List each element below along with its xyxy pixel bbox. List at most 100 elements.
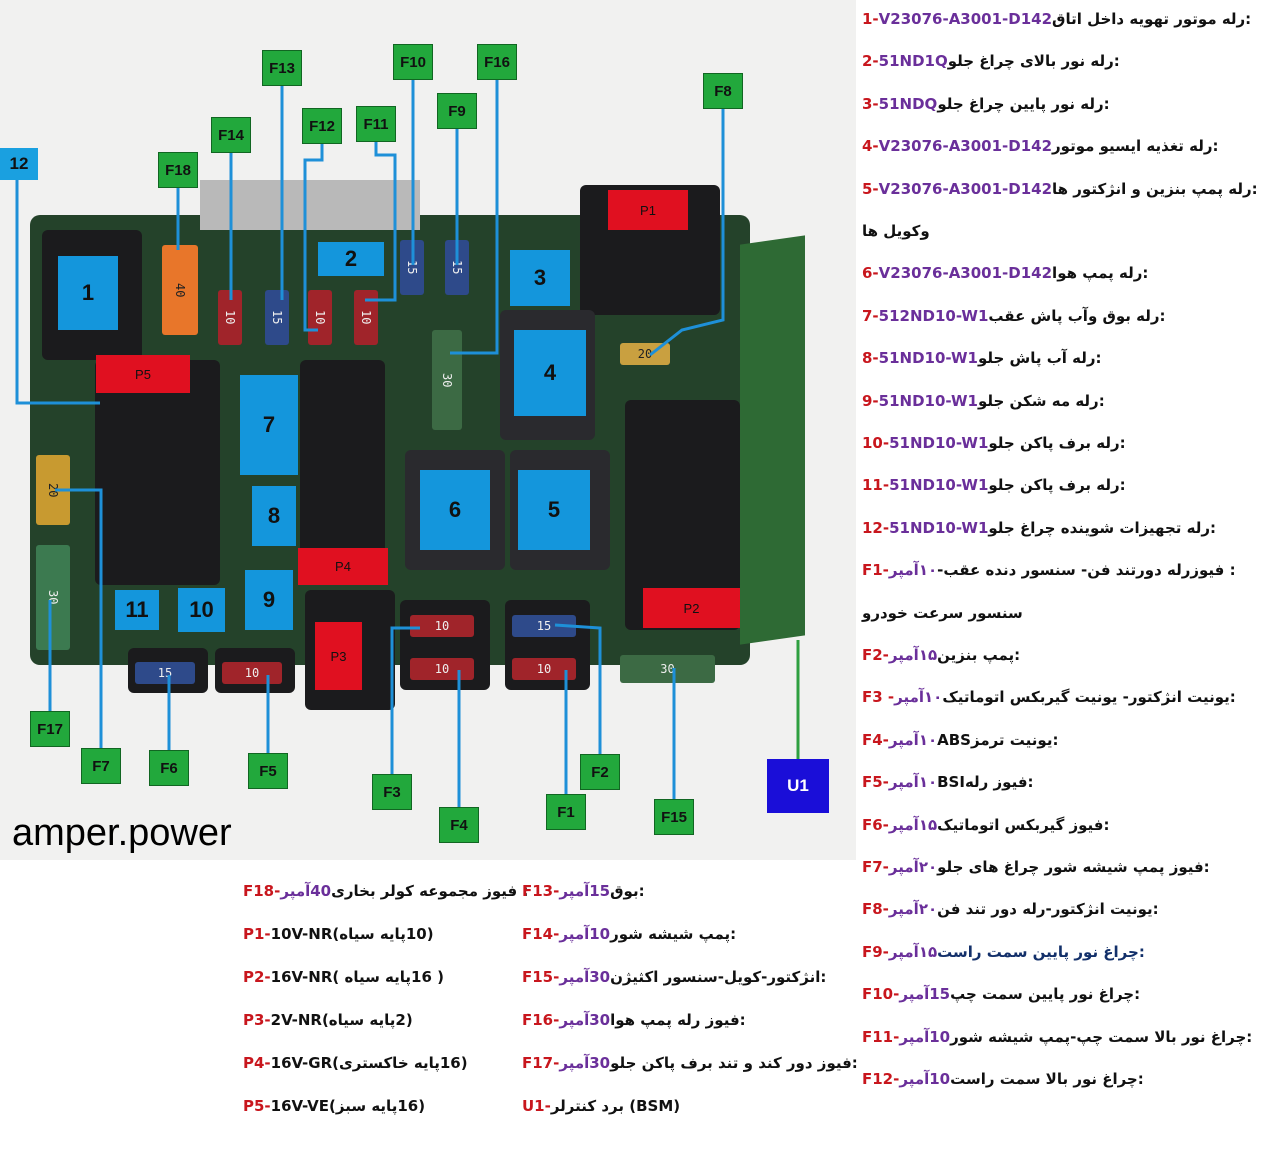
fuse-label-f8: F8	[703, 73, 743, 109]
legend-item: P2-( 16پایه سیاه )16V-NR	[243, 968, 444, 986]
legend-id: F2-	[862, 646, 889, 664]
fuse-f18: 40	[162, 245, 198, 335]
legend-id: U1-	[522, 1097, 551, 1115]
legend-description: :یونیت انژکتور- یونیت گیربکس اتوماتیک	[942, 688, 1236, 707]
legend-description: :رله نور پایین چراغ جلو	[937, 94, 1110, 113]
legend-value: ۲۰آمپر	[888, 900, 938, 919]
relay-2: 2	[318, 242, 384, 276]
fuse-f3: 10	[410, 615, 474, 637]
legend-description: :رله مه شکن جلو	[977, 391, 1105, 410]
legend-item: F1- ۱۰آمپر: فیوزرله دورتند فن- سنسور دند…	[862, 561, 1236, 579]
legend-description: :رله پمپ هوا	[1052, 264, 1149, 283]
legend-description: :رله تغذیه ایسیو موتور	[1052, 137, 1219, 156]
brand-watermark: amper.power	[12, 812, 232, 854]
legend-description: (16پایه سبز)16V-VE	[270, 1097, 426, 1115]
legend-item: F8-۲۰آمپر:یونیت انژکتور-رله دور تند فن	[862, 900, 1159, 918]
fuse-label-f2: F2	[580, 754, 620, 790]
connector-p2: P2	[643, 588, 740, 628]
connector-p5: P5	[96, 355, 190, 393]
legend-value: 51ND10-W1	[889, 476, 989, 495]
legend-value: 40آمپر	[280, 882, 332, 900]
legend-description: (10پایه سیاه)10V-NR	[270, 925, 434, 943]
legend-item: سنسور سرعت خودرو	[862, 604, 1023, 622]
legend-description: (BSM) برد کنترلر	[550, 1097, 681, 1115]
fuse-f9: 15	[445, 240, 469, 295]
fuse-label-f18: F18	[158, 152, 198, 188]
relay-8: 8	[252, 486, 296, 546]
legend-id: 4-	[862, 137, 879, 156]
legend-item: F9-۱۵آمپر:چراغ نور پایین سمت راست	[862, 943, 1145, 961]
legend-value: ۱۵آمپر	[888, 942, 938, 961]
legend-id: 1-	[862, 10, 879, 28]
legend-item: 2-51ND1Q:رله نور بالای چراغ جلو	[862, 52, 1120, 70]
legend-item: 8-51ND10-W1:رله آب پاش جلو	[862, 349, 1102, 367]
legend-id: F8-	[862, 900, 889, 919]
legend-id: P2-	[243, 968, 271, 986]
legend-description: :فیوز رله پمپ هوا	[610, 1011, 746, 1029]
legend-item: F13-15آمپر:بوق	[522, 882, 645, 900]
legend-description: :انژکتور-کویل-سنسور اکثیژن	[610, 968, 827, 986]
fuse-label-f3: F3	[372, 774, 412, 810]
legend-description: ( 16پایه سیاه )16V-NR	[270, 968, 444, 986]
legend-item: F16-30آمپر:فیوز رله پمپ هوا	[522, 1011, 746, 1029]
legend-description: وکویل ها	[862, 222, 930, 240]
legend-item: U1-(BSM) برد کنترلر	[522, 1097, 680, 1115]
leader-lines	[15, 80, 800, 807]
legend-id: F1-	[862, 561, 889, 580]
relay-5: 5	[518, 470, 590, 550]
legend-value: 51ND10-W1	[878, 391, 978, 410]
legend-item: 3-51NDQ:رله نور پایین چراغ جلو	[862, 95, 1110, 113]
legend-description: :رله آب پاش جلو	[977, 349, 1102, 368]
legend-description: :رله تجهیزات شوینده چراغ جلو	[988, 518, 1216, 537]
legend-description: :رله موتور تهویه داخل اتاق	[1052, 10, 1252, 28]
relay-1: 1	[58, 256, 118, 330]
legend-item: F3 -۱۰آمپر:یونیت انژکتور- یونیت گیربکس ا…	[862, 688, 1236, 706]
legend-description: :فیوز پمپ شیشه شور چراغ های جلو	[937, 858, 1210, 876]
legend-id: 3-	[862, 94, 879, 113]
legend-id: F15-	[522, 968, 560, 986]
legend-value: V23076-A3001-D142	[878, 137, 1053, 156]
fuse-f1: 10	[512, 658, 576, 680]
relay-4: 4	[514, 330, 586, 416]
legend-description: (16پایه خاکستری)16V-GR	[270, 1054, 468, 1072]
fuse-label-f14: F14	[211, 117, 251, 153]
legend-item: P1-(10پایه سیاه)10V-NR	[243, 925, 434, 943]
legend-value: ۱۵آمپر	[888, 646, 938, 664]
legend-description: : فیوزرله دورتند فن- سنسور دنده عقب-	[937, 561, 1236, 580]
legend-id: 5-	[862, 179, 879, 198]
fuse-label-f11: F11	[356, 106, 396, 142]
legend-id: 11-	[862, 476, 890, 495]
fuse-f16: 30	[432, 330, 462, 430]
legend-id: F6-	[862, 815, 889, 834]
legend-value: V23076-A3001-D142	[878, 10, 1053, 28]
metal-bracket	[200, 180, 420, 230]
fuse-f13: 15	[265, 290, 289, 345]
fuse-label-f15: F15	[654, 799, 694, 835]
relay-6: 6	[420, 470, 490, 550]
fuse-label-f6: F6	[149, 750, 189, 786]
fuse-label-f16: F16	[477, 44, 517, 80]
legend-item: P4-(16پایه خاکستری)16V-GR	[243, 1054, 468, 1072]
legend-id: F10-	[862, 985, 900, 1004]
connector-p3: P3	[315, 622, 362, 690]
legend-id: P3-	[243, 1011, 271, 1029]
legend-item: P3-(2پایه سیاه)2V-NR	[243, 1011, 413, 1029]
connector-housing-p4	[300, 360, 385, 560]
legend-item: F4- ۱۰آمپر :یونیت ترمزABS	[862, 731, 1058, 749]
legend-id: 10-	[862, 434, 890, 452]
fuse-f2: 15	[512, 615, 576, 637]
legend-description: :یونیت ترمزABS	[937, 730, 1059, 749]
relay-7: 7	[240, 375, 298, 475]
fuse-box-photo: 40 10 15 10 10 15 15 30 20 20 30 15 10 1…	[0, 0, 856, 860]
legend-id: F7-	[862, 858, 889, 876]
legend-id: 12-	[862, 518, 890, 537]
legend-description: :رله نور بالای چراغ جلو	[947, 52, 1120, 71]
legend-value: 512ND10-W1	[878, 306, 989, 325]
legend-item: 10-51ND10-W1:رله برف پاکن جلو	[862, 434, 1126, 452]
legend-value: V23076-A3001-D142	[878, 179, 1053, 198]
relay-11: 11	[115, 590, 159, 630]
connector-p1: P1	[608, 190, 688, 230]
legend-item: 11-51ND10-W1:رله برف پاکن جلو	[862, 476, 1126, 494]
fuse-label-f9: F9	[437, 93, 477, 129]
legend-item: 7-512ND10-W1:رله بوق وآب پاش عقب	[862, 307, 1166, 325]
